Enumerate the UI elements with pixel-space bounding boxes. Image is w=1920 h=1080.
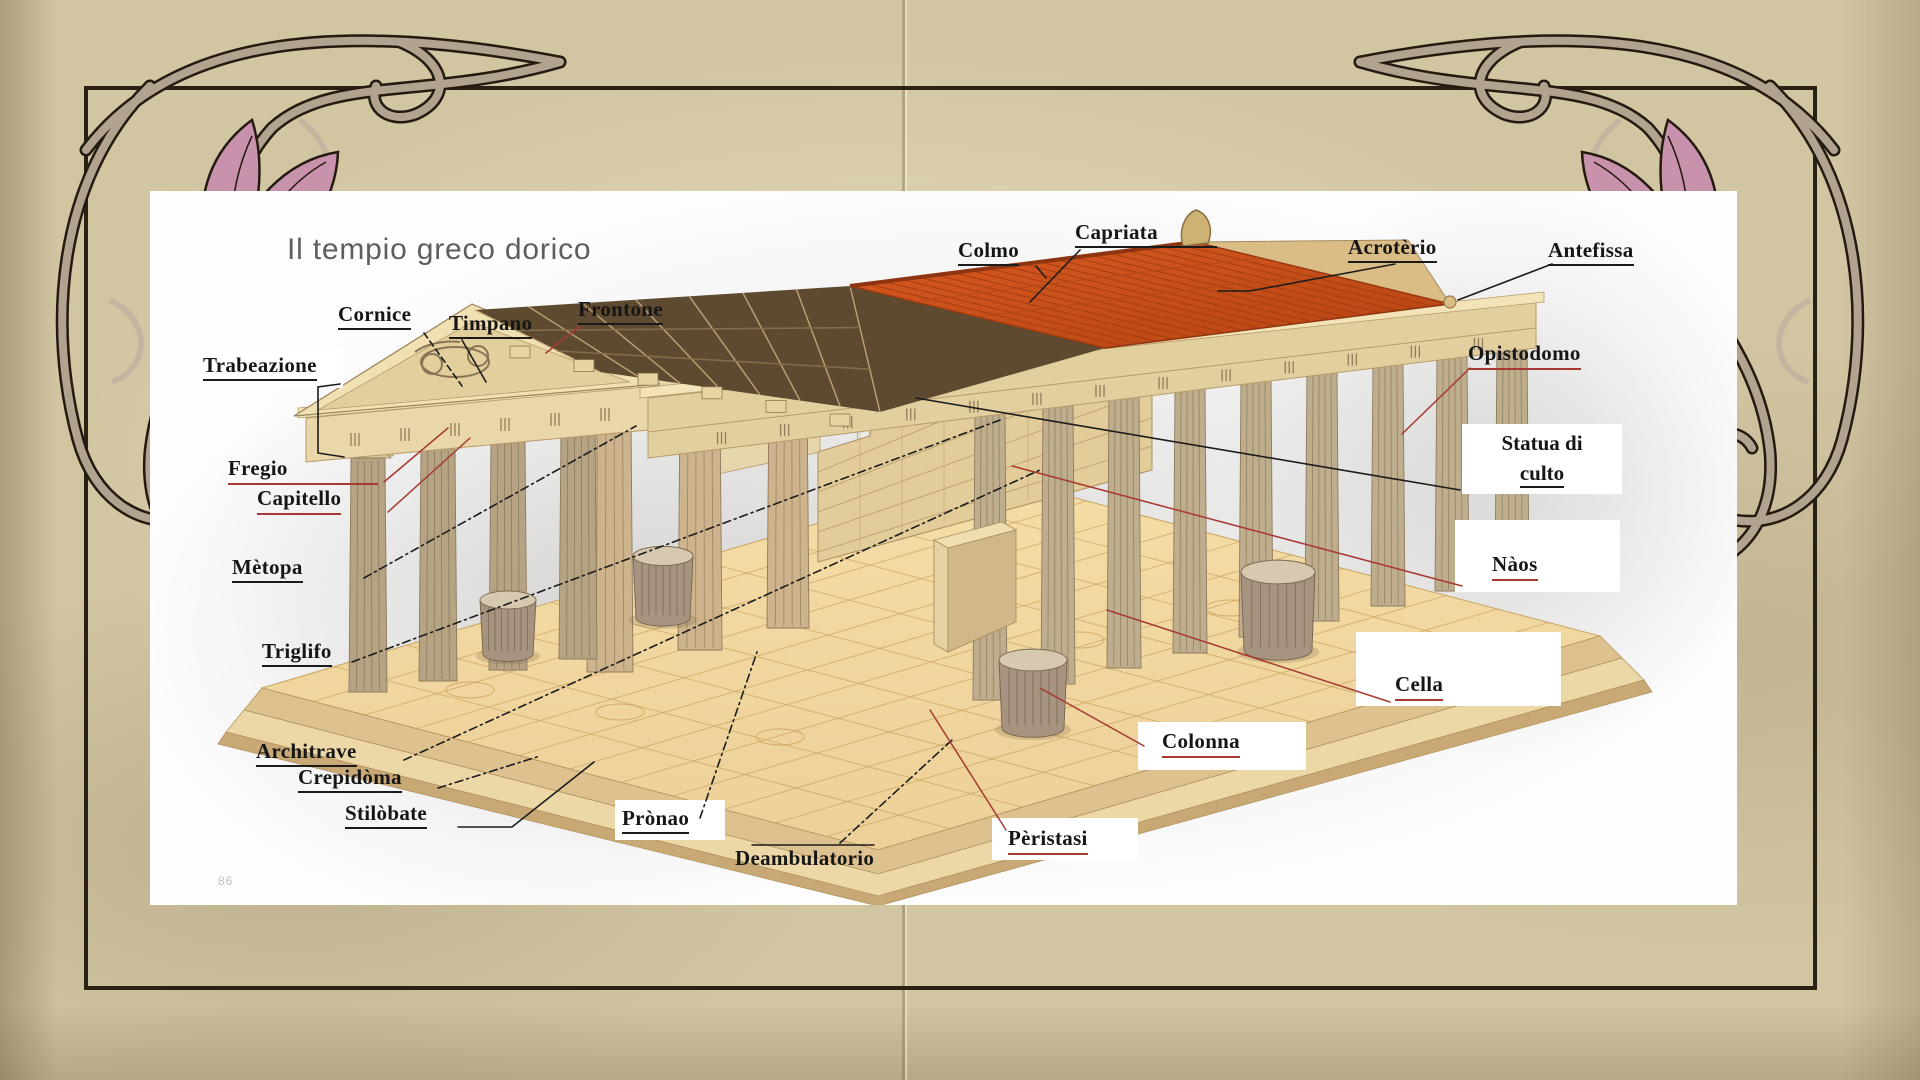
truncated-column-drums: [476, 545, 1319, 741]
leader-colonna: [1039, 687, 1145, 747]
label-antefissa: Antefissa: [1548, 238, 1634, 266]
leader-naos: [1011, 465, 1463, 587]
leader-peristasi: [929, 709, 1007, 831]
roof-truss: [474, 285, 1105, 427]
label-colmo: Colmo: [958, 238, 1019, 266]
beam-ends: [509, 345, 851, 427]
antefix-ornament: [1443, 295, 1457, 309]
leader-timpano: [461, 339, 487, 383]
acroterion-ornament: [1180, 209, 1212, 247]
label-box-cella: [1356, 632, 1561, 706]
label-pronao: Prònao: [622, 806, 690, 834]
leader-architrave: [403, 469, 1041, 761]
tiled-roof: [849, 209, 1457, 349]
label-acroterio: Acrotèrio: [1348, 235, 1437, 263]
leader-capitello: [387, 437, 471, 513]
label-cornice: Cornice: [338, 302, 412, 330]
leader-metopa: [363, 425, 637, 579]
label-statua-line2: culto: [1519, 461, 1565, 488]
label-capriata: Capriata: [1075, 220, 1217, 248]
label-opistodomo: Opistodomo: [1468, 341, 1581, 370]
label-frontone: Frontone: [578, 297, 663, 325]
label-trabeazione: Trabeazione: [203, 353, 317, 381]
label-stilobate: Stilòbate: [345, 801, 428, 829]
page-border: [84, 86, 1817, 990]
page-mark: 86: [218, 874, 234, 888]
label-deambulatorio: Deambulatorio: [735, 846, 875, 870]
label-triglifo: Triglifo: [262, 639, 332, 667]
label-statua-di-culto: Statua di culto: [1462, 424, 1622, 494]
leader-frontone: [545, 325, 581, 354]
leader-statua: [915, 397, 1461, 491]
label-box-trabeazione: [198, 348, 343, 388]
leader-cornice: [423, 332, 463, 387]
label-capitello: Capitello: [257, 486, 342, 515]
leader-deambulatorio: [839, 739, 953, 844]
label-naos: Nàos: [1492, 552, 1538, 581]
leader-lines: [317, 249, 1553, 846]
leader-antefissa: [1457, 263, 1553, 301]
leader-cella: [1106, 609, 1391, 703]
leader-crepidoma: [437, 755, 541, 789]
ornament-shadow-curl: [108, 297, 144, 385]
ridge-beam: [849, 240, 1196, 288]
label-metopa: Mètopa: [232, 555, 303, 583]
leader-opistodomo: [1401, 367, 1471, 435]
crepidoma-steps: [217, 635, 1653, 905]
label-peristasi: Pèristasi: [1008, 826, 1088, 855]
diagram-title: Il tempio greco dorico: [287, 233, 592, 266]
leader-capriata: [1029, 249, 1081, 303]
leader-fregio: [383, 427, 449, 483]
roof-tiles: [849, 241, 1451, 349]
label-fregio: Fregio: [228, 456, 378, 485]
leader-colmo: [1035, 265, 1047, 279]
leader-trabeazione-bracket: [317, 383, 345, 458]
anta-pier: [932, 521, 1018, 653]
leader-acroterio: [1217, 263, 1396, 292]
label-architrave: Architrave: [256, 739, 357, 767]
label-box-colonna: [1138, 722, 1306, 770]
leader-triglifo: [351, 419, 1001, 663]
label-statua-line1: Statua di: [1501, 431, 1583, 455]
leader-stilobate: [457, 761, 595, 828]
label-cella: Cella: [1395, 672, 1444, 701]
leader-pronao: [699, 651, 758, 819]
label-crepidoma: Crepidòma: [298, 765, 402, 793]
label-timpano: Timpano: [449, 311, 533, 339]
label-colonna: Colonna: [1162, 729, 1240, 758]
